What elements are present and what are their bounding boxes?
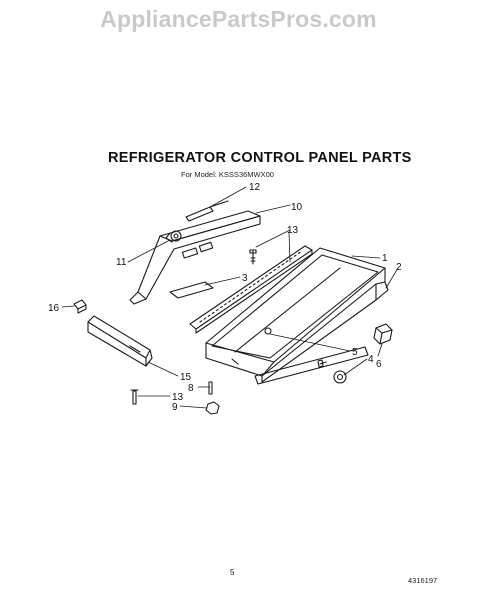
callout-labels: 12 10 11 13 3 1 2 16 5 4 6 15 8 13 9 [48, 182, 402, 413]
callout-3: 3 [242, 273, 248, 284]
callout-13-lower: 13 [172, 392, 184, 403]
callout-5: 5 [352, 347, 358, 358]
callout-9: 9 [172, 402, 178, 413]
callout-12: 12 [249, 182, 261, 193]
callout-16: 16 [48, 303, 60, 314]
callout-1: 1 [382, 253, 388, 264]
callout-6: 6 [376, 359, 382, 370]
part-clip [73, 299, 87, 314]
part-lower-cover [254, 346, 369, 385]
part-nut-9 [205, 401, 220, 415]
part-screw-5 [317, 359, 327, 368]
part-long-strip [189, 245, 313, 334]
part-plate [169, 281, 214, 299]
part-screw-upper [249, 249, 257, 265]
part-screw-13-lower [130, 389, 139, 405]
document-number: 4316197 [408, 576, 438, 585]
part-main-housing [205, 247, 389, 383]
part-knob [373, 323, 393, 345]
part-nut-4 [333, 370, 347, 384]
callout-13-upper: 13 [287, 225, 299, 236]
callout-8: 8 [188, 383, 194, 394]
callout-11: 11 [116, 257, 127, 268]
diagram-title: REFRIGERATOR CONTROL PANEL PARTS [108, 150, 412, 166]
callout-2: 2 [396, 262, 402, 273]
part-rod [185, 200, 229, 222]
watermark-text: AppliancePartsPros.com [100, 6, 377, 32]
callout-15: 15 [180, 372, 192, 383]
model-line: For Model: KSSS36MWX00 [181, 170, 274, 179]
page-number: 5 [230, 568, 235, 577]
part-upper-bracket [129, 210, 261, 305]
part-left-trim [87, 315, 153, 367]
part-screw-8 [208, 381, 213, 395]
callout-10: 10 [291, 202, 303, 213]
callout-4: 4 [368, 354, 374, 365]
